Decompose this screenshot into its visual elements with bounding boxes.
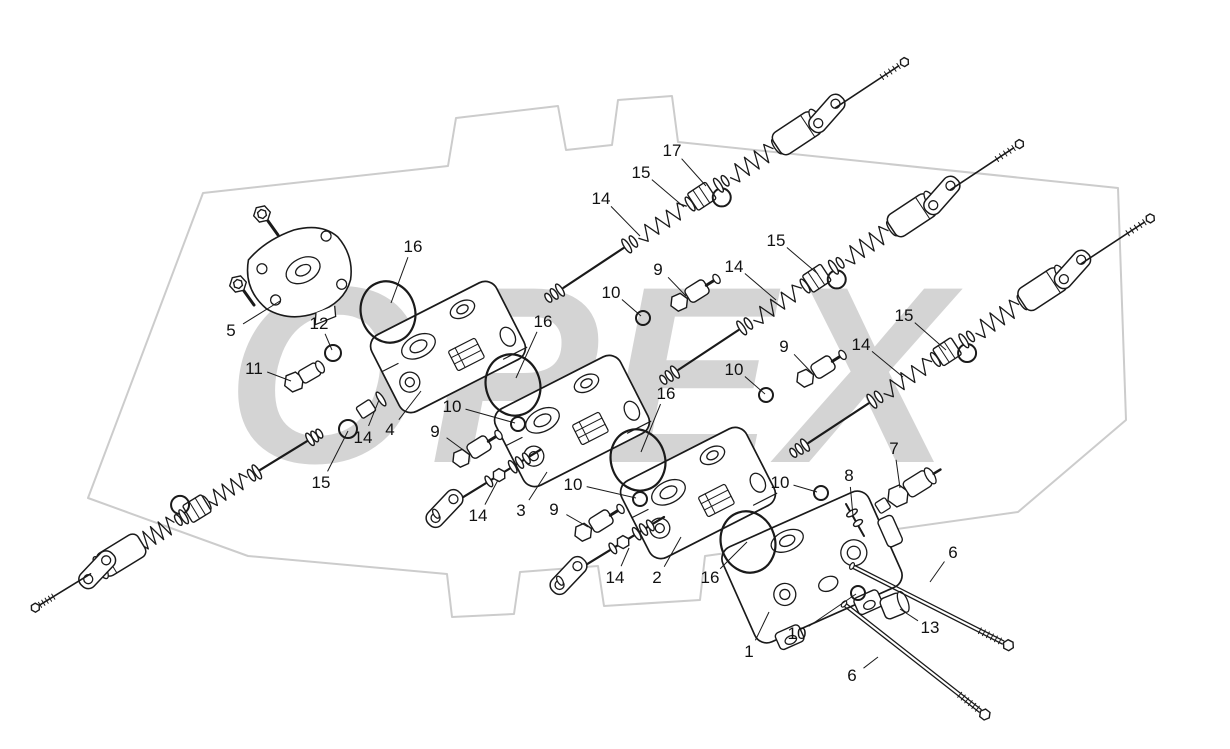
part-callout-15: 15 — [767, 231, 786, 250]
part-callout-17: 17 — [663, 141, 682, 160]
part-callout-7: 7 — [889, 439, 898, 458]
plug-fitting — [283, 360, 326, 393]
part-callout-9: 9 — [430, 422, 439, 441]
part-callout-14: 14 — [592, 189, 611, 208]
relief-fitting — [574, 503, 625, 542]
tie-rod-bolt — [840, 600, 991, 721]
part-callout-10: 10 — [788, 624, 807, 643]
spool-rod-assembly — [425, 448, 542, 529]
part-callout-10: 10 — [564, 475, 583, 494]
part-callout-10: 10 — [602, 283, 621, 302]
part-callout-14: 14 — [852, 335, 871, 354]
part-callout-4: 4 — [385, 420, 394, 439]
part-callout-13: 13 — [921, 618, 940, 637]
part-callout-8: 8 — [844, 466, 853, 485]
part-callout-14: 14 — [725, 257, 744, 276]
part-callout-10: 10 — [443, 397, 462, 416]
part-callout-3: 3 — [516, 501, 525, 520]
part-callout-9: 9 — [653, 260, 662, 279]
relief-fitting — [670, 273, 721, 312]
mount-bracket — [808, 93, 846, 134]
part-callout-9: 9 — [549, 500, 558, 519]
valve-section-2 — [619, 426, 778, 560]
part-callout-1: 1 — [744, 642, 753, 661]
spool-rod-assembly — [549, 515, 666, 596]
part-callout-16: 16 — [657, 384, 676, 403]
part-callout-15: 15 — [895, 306, 914, 325]
mount-bracket — [1053, 249, 1092, 290]
part-callout-14: 14 — [354, 428, 373, 447]
cap-plug — [879, 590, 910, 620]
part-callout-10: 10 — [725, 360, 744, 379]
part-callout-9: 9 — [779, 337, 788, 356]
part-callout-2: 2 — [652, 568, 661, 587]
gear-watermark-outline — [87, 95, 1127, 618]
mount-bracket — [78, 550, 117, 590]
part-callout-16: 16 — [701, 568, 720, 587]
mount-bracket — [549, 555, 588, 596]
hex-adapter — [182, 494, 212, 523]
part-callout-14: 14 — [469, 506, 488, 525]
tie-rod-bolt — [848, 562, 1015, 652]
part-callout-11: 11 — [245, 359, 263, 378]
part-callout-12: 12 — [310, 314, 329, 333]
part-callout-5: 5 — [226, 321, 235, 340]
hex-adapter — [687, 181, 717, 211]
part-callout-14: 14 — [606, 568, 625, 587]
relief-fitting — [796, 349, 847, 388]
part-callout-15: 15 — [632, 163, 651, 182]
valve-section-4 — [369, 280, 528, 414]
part-callout-15: 15 — [312, 473, 331, 492]
parts-linework — [30, 56, 1156, 721]
part-callout-16: 16 — [404, 237, 423, 256]
relief-fitting — [452, 429, 503, 468]
spool-assembly — [30, 428, 324, 614]
inlet-end-section — [721, 490, 903, 651]
part-callout-6: 6 — [847, 666, 856, 685]
relief-valve — [874, 467, 942, 514]
part-callout-16: 16 — [534, 312, 553, 331]
part-callout-6: 6 — [948, 543, 957, 562]
part-callout-10: 10 — [771, 473, 790, 492]
hex-adapter — [802, 263, 832, 293]
spool-assembly — [659, 138, 1025, 385]
spool-assembly — [544, 56, 910, 303]
